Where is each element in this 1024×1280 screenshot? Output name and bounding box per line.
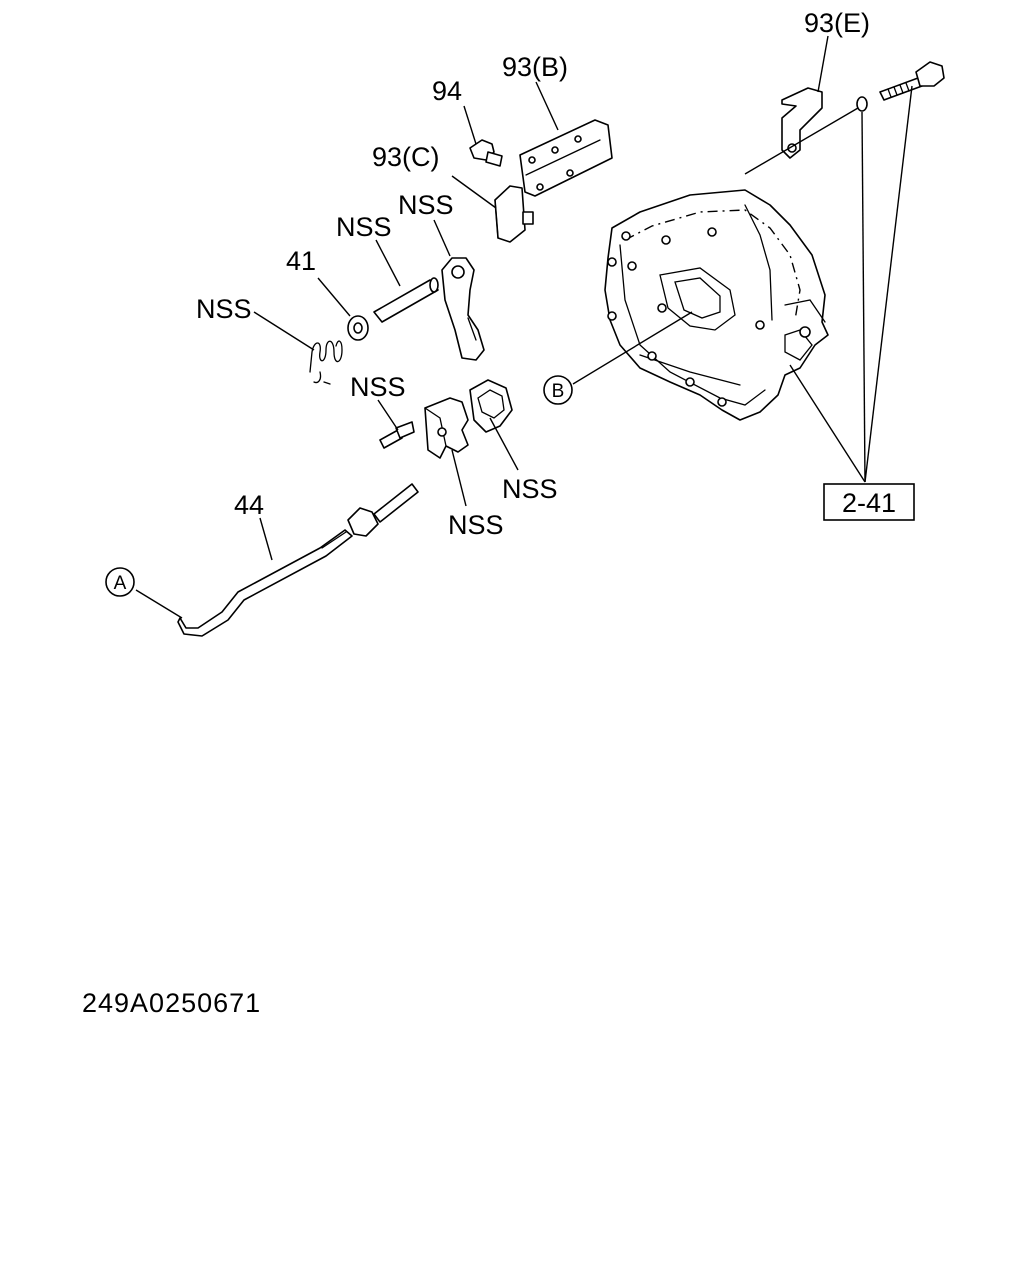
block-93c (494, 185, 534, 243)
label-41: 41 (286, 246, 316, 276)
label-nss-block: NSS (448, 510, 504, 540)
label-44: 44 (234, 490, 264, 520)
bushing-41 (347, 315, 369, 341)
label-nss-pin: NSS (336, 212, 392, 242)
diagram-code: 249A0250671 (82, 988, 261, 1018)
reference-box-text: 2-41 (842, 488, 896, 518)
gasket (469, 379, 513, 433)
circled-ref-a-text: A (114, 573, 127, 594)
washer (856, 96, 868, 112)
bracket-93e (781, 87, 823, 159)
small-bolt (379, 421, 415, 449)
shift-rod-44 (177, 483, 419, 637)
label-93e: 93(E) (804, 8, 870, 38)
label-94: 94 (432, 76, 462, 106)
circled-ref-a: A (105, 567, 135, 597)
spring (309, 340, 343, 385)
label-nss-gasket: NSS (502, 474, 558, 504)
label-nss-lever: NSS (398, 190, 454, 220)
guide-block (424, 397, 469, 459)
label-nss-spring: NSS (196, 294, 252, 324)
bolt-94 (469, 139, 503, 167)
shift-lever (441, 257, 485, 361)
bolt (879, 61, 945, 101)
plate-93b (519, 119, 613, 197)
circled-ref-b-text: B (552, 381, 565, 402)
transmission-housing (604, 189, 829, 421)
pin (373, 277, 439, 323)
label-nss-bolt: NSS (350, 372, 406, 402)
label-93c: 93(C) (372, 142, 440, 172)
bolt-axis-line (744, 107, 859, 175)
circled-ref-b: B (543, 375, 573, 405)
leader-lines (135, 35, 913, 619)
reference-box: 2-41 (823, 483, 915, 521)
label-93b: 93(B) (502, 52, 568, 82)
